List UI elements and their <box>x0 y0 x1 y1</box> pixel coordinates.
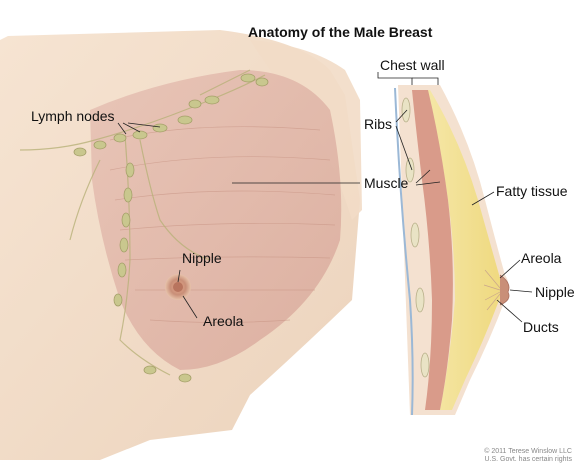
copyright-credit: © 2011 Terese Winslow LLC U.S. Govt. has… <box>484 448 572 464</box>
credit-line-1: © 2011 Terese Winslow LLC <box>484 448 572 456</box>
label-chest-wall: Chest wall <box>380 58 445 72</box>
label-ducts: Ducts <box>523 320 559 334</box>
label-areola-side: Areola <box>521 251 561 265</box>
label-lymph-nodes: Lymph nodes <box>31 109 115 123</box>
label-muscle: Muscle <box>364 176 408 190</box>
diagram-title: Anatomy of the Male Breast <box>248 24 432 40</box>
front-view <box>0 30 362 460</box>
credit-line-2: U.S. Govt. has certain rights <box>484 456 572 464</box>
label-nipple-front: Nipple <box>182 251 222 265</box>
side-view <box>395 85 509 415</box>
label-areola-front: Areola <box>203 314 243 328</box>
label-fatty-tissue: Fatty tissue <box>496 184 568 198</box>
label-ribs: Ribs <box>364 117 392 131</box>
nipple-side <box>500 275 509 305</box>
label-nipple-side: Nipple <box>535 285 575 299</box>
nipple-front <box>165 274 191 300</box>
